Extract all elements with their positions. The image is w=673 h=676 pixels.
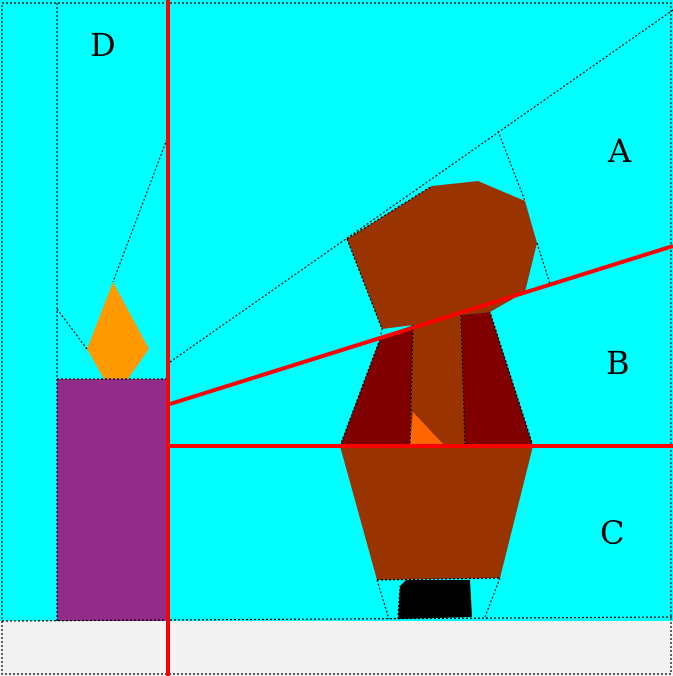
figure-left-sleeve xyxy=(340,325,413,446)
figure-foot xyxy=(398,580,472,619)
section-label-d: D xyxy=(90,26,116,64)
figure-head xyxy=(347,181,537,329)
candle xyxy=(57,379,167,621)
section-label-c: C xyxy=(600,514,624,552)
section-label-a: A xyxy=(607,132,632,170)
figure-skirt xyxy=(340,446,533,580)
flame xyxy=(87,282,149,379)
figure-right-sleeve xyxy=(461,312,533,446)
ground-strip xyxy=(0,621,673,676)
cut-lines xyxy=(166,0,673,676)
figure-torso xyxy=(410,315,465,444)
cut-line-diagonal xyxy=(169,244,673,406)
figure-hand xyxy=(410,412,443,444)
section-label-b: B xyxy=(606,344,630,382)
